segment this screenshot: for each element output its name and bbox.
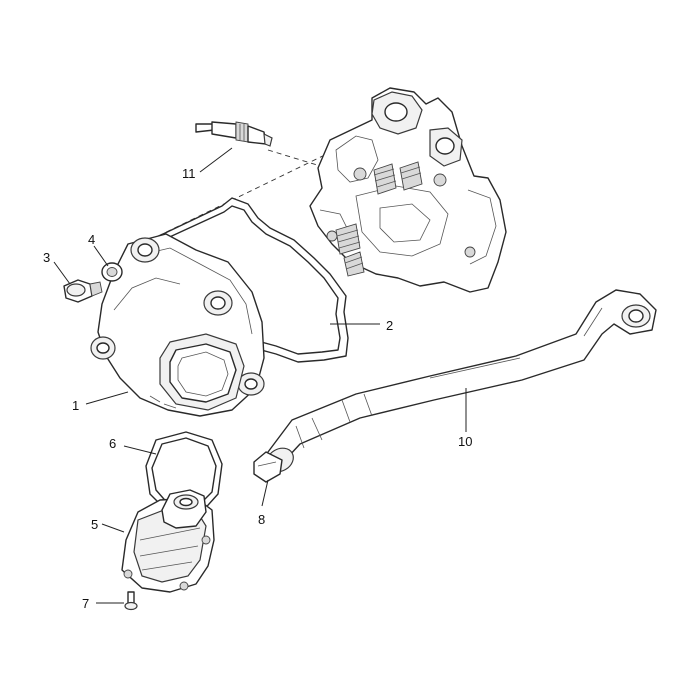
valve-cover[interactable] (90, 233, 265, 417)
leader-lines (53, 147, 467, 604)
callout-10: 10 (458, 434, 472, 449)
callout-3: 3 (43, 250, 50, 265)
callout-7: 7 (82, 596, 89, 611)
callout-labels: 11 2 3 4 1 6 5 7 8 10 (43, 166, 472, 611)
breather-cover-screw[interactable] (124, 591, 138, 611)
valve-springs (335, 161, 423, 277)
breather-cover[interactable] (121, 489, 215, 593)
spark-plug[interactable] (195, 121, 273, 147)
cylinder-head[interactable] (309, 87, 507, 293)
breather-hose[interactable] (261, 289, 657, 477)
hose-clamp[interactable] (253, 451, 283, 483)
callout-2: 2 (386, 318, 393, 333)
callout-8: 8 (258, 512, 265, 527)
breather-seal[interactable] (145, 431, 223, 515)
callout-6: 6 (109, 436, 116, 451)
callout-11: 11 (182, 166, 196, 181)
callout-4: 4 (88, 232, 95, 247)
callout-1: 1 (72, 398, 79, 413)
callout-5: 5 (91, 517, 98, 532)
alignment-guides (149, 149, 341, 241)
sealing-washer[interactable] (101, 262, 123, 282)
cover-bolt[interactable] (63, 279, 103, 303)
